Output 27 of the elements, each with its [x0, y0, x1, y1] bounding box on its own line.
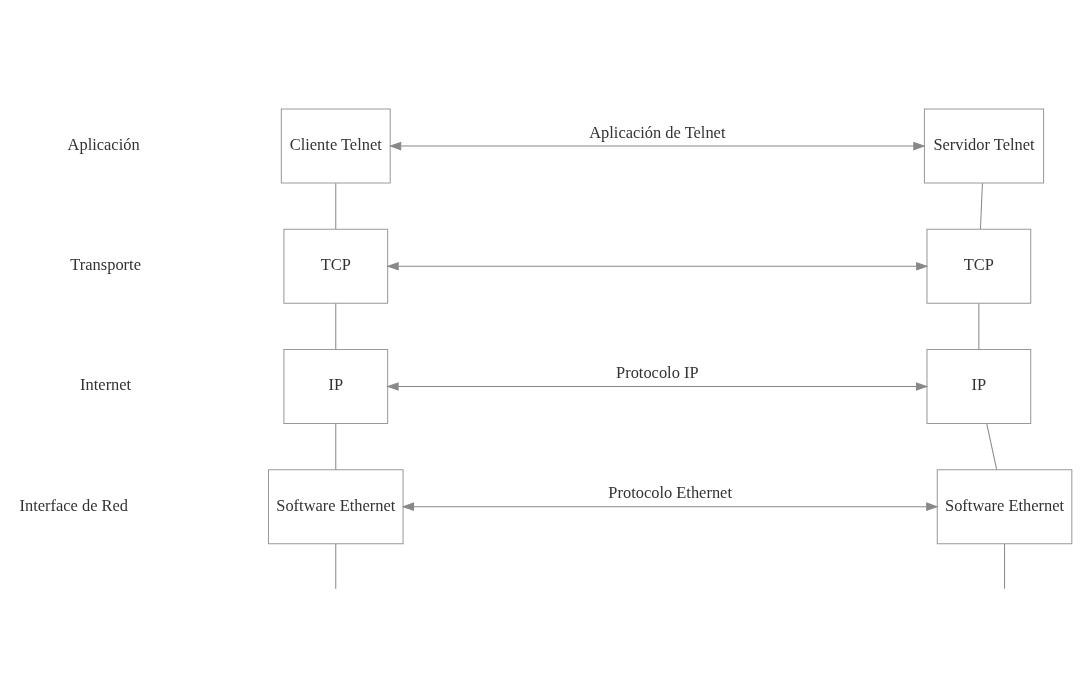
node-box: TCP [283, 228, 389, 304]
node-box: Servidor Telnet [923, 108, 1045, 184]
node-box: Cliente Telnet [280, 108, 391, 184]
node-box: Software Ethernet [936, 468, 1073, 544]
edge-label: Protocolo IP [616, 362, 699, 382]
arrow [386, 381, 929, 391]
connector [335, 302, 337, 350]
node-box: TCP [926, 228, 1032, 304]
label: Transporte [70, 254, 141, 274]
node-box: Software Ethernet [267, 468, 404, 544]
connector [978, 302, 980, 350]
label: Internet [80, 374, 132, 394]
connector [335, 422, 337, 470]
node-box: IP [283, 348, 389, 424]
label: Interface de Red [19, 495, 129, 515]
connector [986, 422, 998, 470]
connector [979, 182, 983, 229]
node-box: IP [926, 348, 1032, 424]
arrow [401, 501, 939, 511]
arrow [388, 141, 926, 150]
connector [1004, 543, 1006, 589]
arrow [386, 261, 929, 271]
edge-label: Protocolo Ethernet [608, 482, 732, 502]
connector [335, 182, 337, 229]
connector [335, 543, 337, 589]
label: Aplicación [67, 134, 140, 154]
edge-label: Aplicación de Telnet [589, 122, 726, 142]
